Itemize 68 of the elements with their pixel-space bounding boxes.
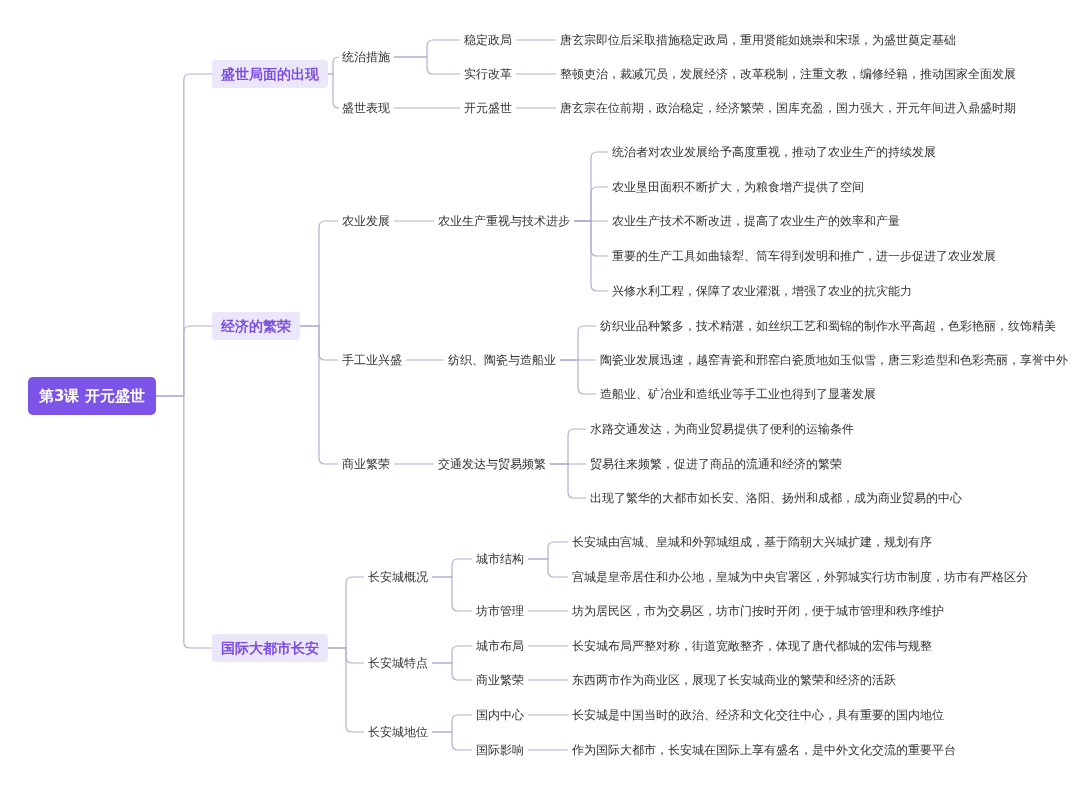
branch-text: 宫城是皇帝居住和办公地，皇城为中央官署区，外郭城实行坊市制度，坊市有严格区分 [568, 567, 1032, 587]
topic-box: 国际大都市长安 [212, 634, 328, 662]
branch-text: 国内中心 [472, 705, 528, 725]
branch-text: 唐玄宗在位前期，政治稳定，经济繁荣，国库充盈，国力强大，开元年间进入鼎盛时期 [556, 98, 1020, 118]
connector-line [155, 395, 213, 649]
branch-text: 实行改革 [460, 64, 516, 84]
branch-text: 城市布局 [472, 636, 528, 656]
connector-line [527, 749, 569, 751]
connector-line [527, 645, 569, 647]
connector-line [515, 107, 557, 109]
branch-text: 长安城特点 [364, 653, 432, 673]
branch-text: 东西两市作为商业区，展现了长安城商业的繁荣和经济的活跃 [568, 670, 900, 690]
connector-line [431, 731, 473, 751]
branch-text: 长安城概况 [364, 567, 432, 587]
root-box: 第3课 开元盛世 [28, 377, 156, 415]
connector-line [393, 107, 461, 109]
branch-text: 作为国际大都市，长安城在国际上享有盛名，是中外文化交流的重要平台 [568, 740, 960, 760]
connector-line [327, 647, 365, 733]
branch-text: 坊为居民区，市为交易区，坊市门按时开闭，便于城市管理和秩序维护 [568, 601, 948, 621]
connector-line [393, 56, 461, 75]
branch-text: 农业发展 [338, 211, 394, 231]
connector-line [393, 220, 435, 222]
branch-text: 开元盛世 [460, 98, 516, 118]
branch-text: 农业生产重视与技术进步 [434, 211, 574, 231]
branch-text: 盛世表现 [338, 98, 394, 118]
connector-line [431, 576, 473, 612]
branch-text: 统治措施 [338, 47, 394, 67]
branch-text: 陶瓷业发展迅速，越窑青瓷和邢窑白瓷质地如玉似雪，唐三彩造型和色彩亮丽，享誉中外 [596, 350, 1072, 370]
branch-text: 商业繁荣 [472, 670, 528, 690]
branch-text: 长安城布局严整对称，街道宽敞整齐，体现了唐代都城的宏伟与规整 [568, 636, 936, 656]
topic-box: 经济的繁荣 [212, 312, 300, 340]
connector-line [527, 558, 569, 578]
branch-text: 稳定政局 [460, 30, 516, 50]
branch-text: 坊市管理 [472, 601, 528, 621]
topic-box: 盛世局面的出现 [212, 60, 328, 88]
branch-text: 纺织业品种繁多，技术精湛，如丝织工艺和蜀锦的制作水平高超，色彩艳丽，纹饰精美 [596, 316, 1060, 336]
connector-line [405, 359, 445, 361]
branch-text: 整顿吏治，裁减冗员，发展经济，改革税制，注重文教，编修经籍，推动国家全面发展 [556, 64, 1020, 84]
connector-line [299, 325, 339, 465]
branch-text: 水路交通发达，为商业贸易提供了便利的运输条件 [586, 419, 858, 439]
connector-line [393, 463, 435, 465]
branch-text: 贸易往来频繁，促进了商品的流通和经济的繁荣 [586, 454, 846, 474]
branch-text: 手工业兴盛 [338, 350, 406, 370]
branch-text: 国际影响 [472, 740, 528, 760]
branch-text: 重要的生产工具如曲辕犁、筒车得到发明和推广，进一步促进了农业发展 [608, 246, 1000, 266]
branch-text: 造船业、矿冶业和造纸业等手工业也得到了显著发展 [596, 384, 880, 404]
connector-line [515, 39, 557, 41]
branch-text: 统治者对农业发展给予高度重视，推动了农业生产的持续发展 [608, 142, 940, 162]
branch-text: 长安城由宫城、皇城和外郭城组成，基于隋朝大兴城扩建，规划有序 [568, 532, 936, 552]
connector-line [559, 359, 597, 395]
connector-line [431, 662, 473, 681]
branch-text: 出现了繁华的大都市如长安、洛阳、扬州和成都，成为商业贸易的中心 [586, 488, 966, 508]
branch-text: 农业生产技术不断改进，提高了农业生产的效率和产量 [608, 211, 904, 231]
connector-line [515, 73, 557, 75]
connector-line [527, 714, 569, 716]
branch-text: 长安城是中国当时的政治、经济和文化交往中心，具有重要的国内地位 [568, 705, 948, 725]
branch-text: 城市结构 [472, 549, 528, 569]
connector-line [527, 679, 569, 681]
connector-line [527, 610, 569, 612]
branch-text: 长安城地位 [364, 722, 432, 742]
branch-text: 兴修水利工程，保障了农业灌溉，增强了农业的抗灾能力 [608, 281, 916, 301]
connector-line [327, 73, 340, 109]
branch-text: 商业繁荣 [338, 454, 394, 474]
branch-text: 农业垦田面积不断扩大，为粮食增产提供了空间 [608, 177, 868, 197]
connector-line [549, 463, 587, 499]
branch-text: 唐玄宗即位后采取措施稳定政局，重用贤能如姚崇和宋璟，为盛世奠定基础 [556, 30, 960, 50]
branch-text: 纺织、陶瓷与造船业 [444, 350, 560, 370]
branch-text: 交通发达与贸易频繁 [434, 454, 550, 474]
